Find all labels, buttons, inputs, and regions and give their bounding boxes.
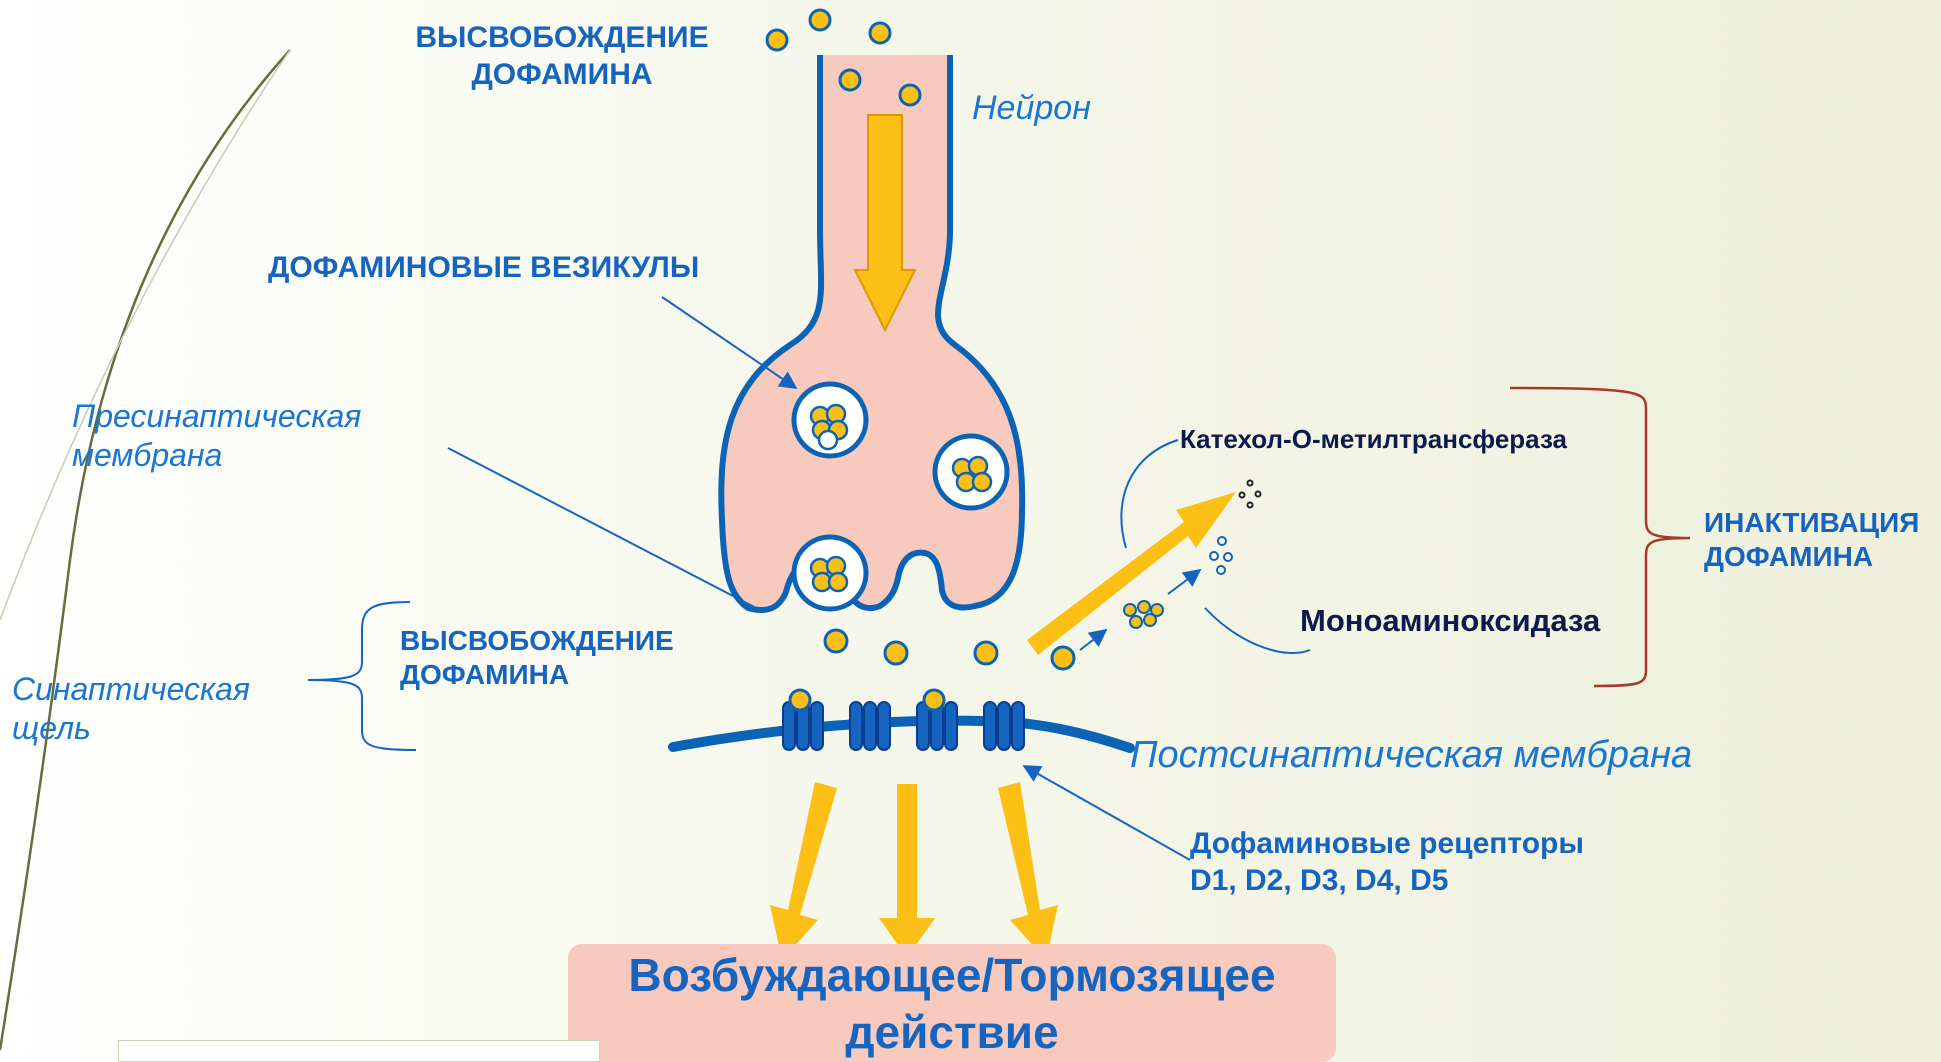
corner-box xyxy=(118,1040,600,1062)
label-comt: Катехол-О-метилтрансфераза xyxy=(1180,424,1567,456)
dopamine-molecule xyxy=(1052,647,1074,669)
dopamine-molecule xyxy=(825,630,847,652)
vesicle xyxy=(794,537,866,609)
label-postsynaptic-membrane: Постсинаптическая мембрана xyxy=(1130,732,1692,778)
dopamine-molecule xyxy=(810,10,830,30)
mao-arc xyxy=(1205,608,1310,653)
presynaptic-pointer xyxy=(448,448,760,610)
metabolites-mao xyxy=(1210,537,1232,574)
dopamine-molecule xyxy=(885,642,907,664)
dopamine-receptor xyxy=(783,690,823,750)
vesicle xyxy=(935,436,1007,508)
comt-arc xyxy=(1121,440,1178,548)
label-vesicles: ДОФАМИНОВЫЕ ВЕЗИКУЛЫ xyxy=(268,250,699,287)
decorative-curve-faint xyxy=(0,50,290,620)
effect-arrow xyxy=(879,784,935,958)
dopamine-molecule xyxy=(840,70,860,90)
dopamine-receptor xyxy=(917,690,957,750)
inactivation-arrow xyxy=(1027,492,1236,655)
dopamine-molecule xyxy=(900,85,920,105)
label-mao: Моноаминоксидаза xyxy=(1300,602,1600,640)
label-dopamine-receptors: Дофаминовые рецепторы D1, D2, D3, D4, D5 xyxy=(1190,826,1584,899)
label-presynaptic-membrane: Пресинаптическая мембрана xyxy=(72,397,361,475)
postsynaptic-membrane xyxy=(673,721,1130,748)
label-inactivation: ИНАКТИВАЦИЯ ДОФАМИНА xyxy=(1704,506,1919,574)
dopamine-cluster xyxy=(1124,601,1163,628)
effect-arrow xyxy=(770,782,837,960)
dopamine-receptor xyxy=(850,702,890,750)
small-arrow xyxy=(1168,570,1200,594)
metabolites-small xyxy=(1240,481,1261,508)
label-synaptic-cleft: Синаптическая щель xyxy=(12,670,250,748)
effect-arrows xyxy=(770,782,1058,960)
decorative-curve xyxy=(0,50,290,1050)
dopamine-molecule xyxy=(767,30,787,50)
receptors-pointer xyxy=(1024,766,1190,860)
vesicles-pointer xyxy=(662,297,796,388)
label-effect: Возбуждающее/Тормозящее действие xyxy=(568,947,1336,1060)
label-neuron: Нейрон xyxy=(972,88,1091,129)
small-arrow xyxy=(1080,630,1106,650)
dopamine-molecule xyxy=(975,642,997,664)
dopamine-molecule xyxy=(870,23,890,43)
vesicle xyxy=(794,384,866,456)
label-release-top: ВЫСВОБОЖДЕНИЕ ДОФАМИНА xyxy=(392,20,732,93)
effect-arrow xyxy=(998,782,1058,960)
label-release-bottom: ВЫСВОБОЖДЕНИЕ ДОФАМИНА xyxy=(400,624,674,692)
dopamine-receptor xyxy=(984,702,1024,750)
